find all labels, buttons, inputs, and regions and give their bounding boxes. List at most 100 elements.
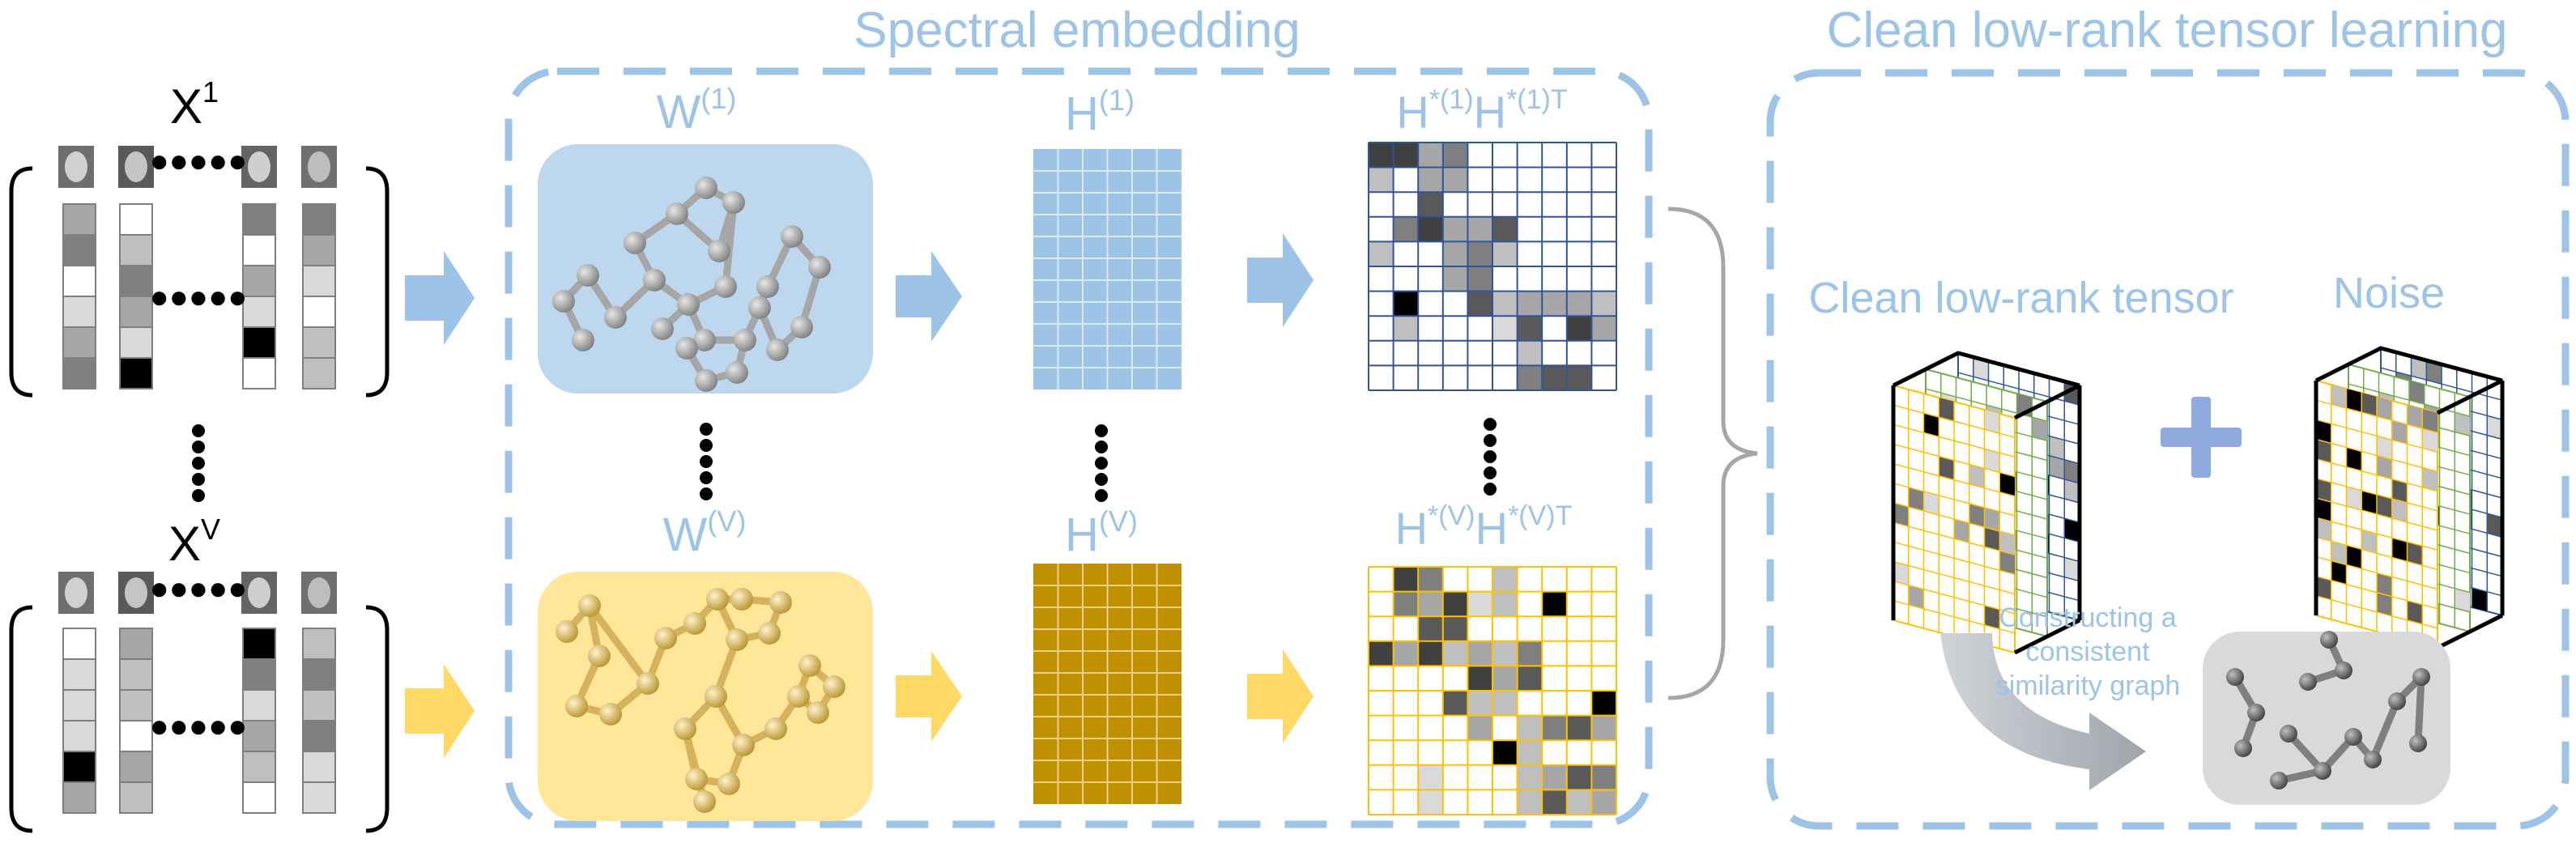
- tensor-gridline: [2315, 458, 2438, 492]
- tensor-cell: [1908, 487, 1924, 511]
- feature-cell: [62, 781, 96, 814]
- feature-cell: [62, 689, 96, 721]
- grid-cell: [1442, 167, 1468, 193]
- grid-cell: [1418, 641, 1443, 666]
- tensor-cell: [1939, 456, 1954, 480]
- tensor-gridline: [2315, 536, 2438, 571]
- graph-node: [2247, 704, 2265, 721]
- grid-cell: [1467, 291, 1492, 317]
- grid-cell: [1393, 143, 1419, 168]
- tensor-cell: [1984, 507, 2000, 531]
- grid-cell: [1591, 691, 1616, 716]
- graph-node: [572, 329, 594, 351]
- graph-node: [695, 369, 717, 392]
- view-first-dots-mid: ●●●●●: [150, 279, 248, 315]
- tensor-cell: [2377, 436, 2392, 460]
- feature-cell: [242, 658, 276, 691]
- graph-node: [734, 329, 756, 351]
- grid-cell: [1492, 316, 1518, 341]
- tensor-cell: [2346, 545, 2362, 569]
- grid-cell: [1418, 764, 1443, 790]
- grid-cell: [1393, 567, 1419, 592]
- graph-node: [807, 701, 829, 724]
- tensor-gridline: [2348, 383, 2471, 417]
- grid-cell: [1369, 641, 1394, 666]
- W1-graph: [552, 177, 831, 392]
- grid-cell: [1517, 790, 1543, 815]
- construct-text-3: similarity graph: [1995, 670, 2181, 701]
- tensor-cell: [1969, 503, 1985, 527]
- grid-cell: [1566, 316, 1592, 341]
- grid-cell: [1467, 591, 1492, 617]
- tensor-cell: [2316, 576, 2331, 600]
- feature-cell: [242, 296, 276, 328]
- tensor-cell: [1923, 491, 1939, 515]
- grid-cell: [1418, 616, 1443, 641]
- grid-cell: [1442, 241, 1468, 266]
- tensor-cell: [1893, 503, 1909, 527]
- graph-node: [2409, 734, 2427, 752]
- graph-node: [693, 790, 716, 813]
- graph-node: [730, 588, 753, 611]
- stacking-brace: [1667, 206, 1758, 700]
- graph-node: [604, 306, 627, 329]
- view-first-dots-top: ●●●●●: [150, 143, 248, 179]
- graph-node: [748, 296, 771, 319]
- graph-node: [726, 628, 748, 651]
- graph-node: [2364, 751, 2382, 768]
- tensor-gridline: [1957, 372, 2080, 406]
- feature-cell: [302, 296, 336, 328]
- tensor-gridline: [2380, 367, 2503, 401]
- graph-node: [599, 703, 622, 726]
- grid-cell: [1517, 340, 1543, 366]
- graph-node: [637, 672, 659, 695]
- tensor-cell: [2316, 498, 2331, 522]
- graph-node: [2270, 772, 2288, 790]
- grid-cell: [1492, 241, 1518, 266]
- tensor-gridline: [2315, 478, 2438, 512]
- feature-cell: [119, 628, 153, 660]
- view-last-feature-columns: [62, 628, 336, 814]
- tensor-cell: [2064, 479, 2080, 503]
- graph-node: [790, 316, 813, 338]
- feature-cell: [242, 203, 276, 236]
- graph-node: [732, 734, 755, 756]
- grid-cell: [1467, 715, 1492, 741]
- grid-cell: [1418, 567, 1443, 592]
- graph-node: [693, 329, 716, 351]
- clean-low-rank-tensor: [1891, 351, 2082, 655]
- feature-cell: [302, 357, 336, 389]
- tensor-cell: [2377, 455, 2392, 479]
- graph-node: [577, 264, 599, 287]
- feature-cell: [62, 234, 96, 266]
- grid-cell: [1442, 143, 1468, 168]
- feature-cell: [62, 357, 96, 389]
- tensor-cell: [2391, 538, 2408, 562]
- tensor-gridline: [1893, 600, 2016, 634]
- feature-cell: [119, 689, 153, 721]
- grid-cell: [1393, 216, 1419, 242]
- graph-node: [552, 290, 575, 313]
- graph-edge: [585, 602, 652, 687]
- feature-cell: [62, 326, 96, 359]
- feature-cell: [242, 689, 276, 721]
- tensor-edge: [2013, 618, 2081, 655]
- graph-edge: [2369, 697, 2401, 764]
- grid-cell: [1542, 591, 1567, 617]
- grid-cell: [1542, 365, 1567, 390]
- tensor-gridline: [2315, 595, 2438, 629]
- graph-node: [808, 256, 831, 279]
- grid-cell: [1542, 764, 1567, 790]
- construct-graph-arrow: [1940, 633, 2146, 790]
- feature-cell: [119, 265, 153, 297]
- graph-node: [666, 202, 688, 225]
- feature-cell: [302, 628, 336, 660]
- tensor-cell: [2316, 517, 2331, 542]
- tensor-cell: [1984, 527, 2000, 551]
- grid-cell: [1442, 591, 1468, 617]
- tensor-cell: [2455, 588, 2470, 612]
- graph-edge: [681, 725, 709, 806]
- grid-cell: [1566, 291, 1592, 317]
- feature-cell: [62, 751, 96, 783]
- graph-node: [683, 612, 706, 635]
